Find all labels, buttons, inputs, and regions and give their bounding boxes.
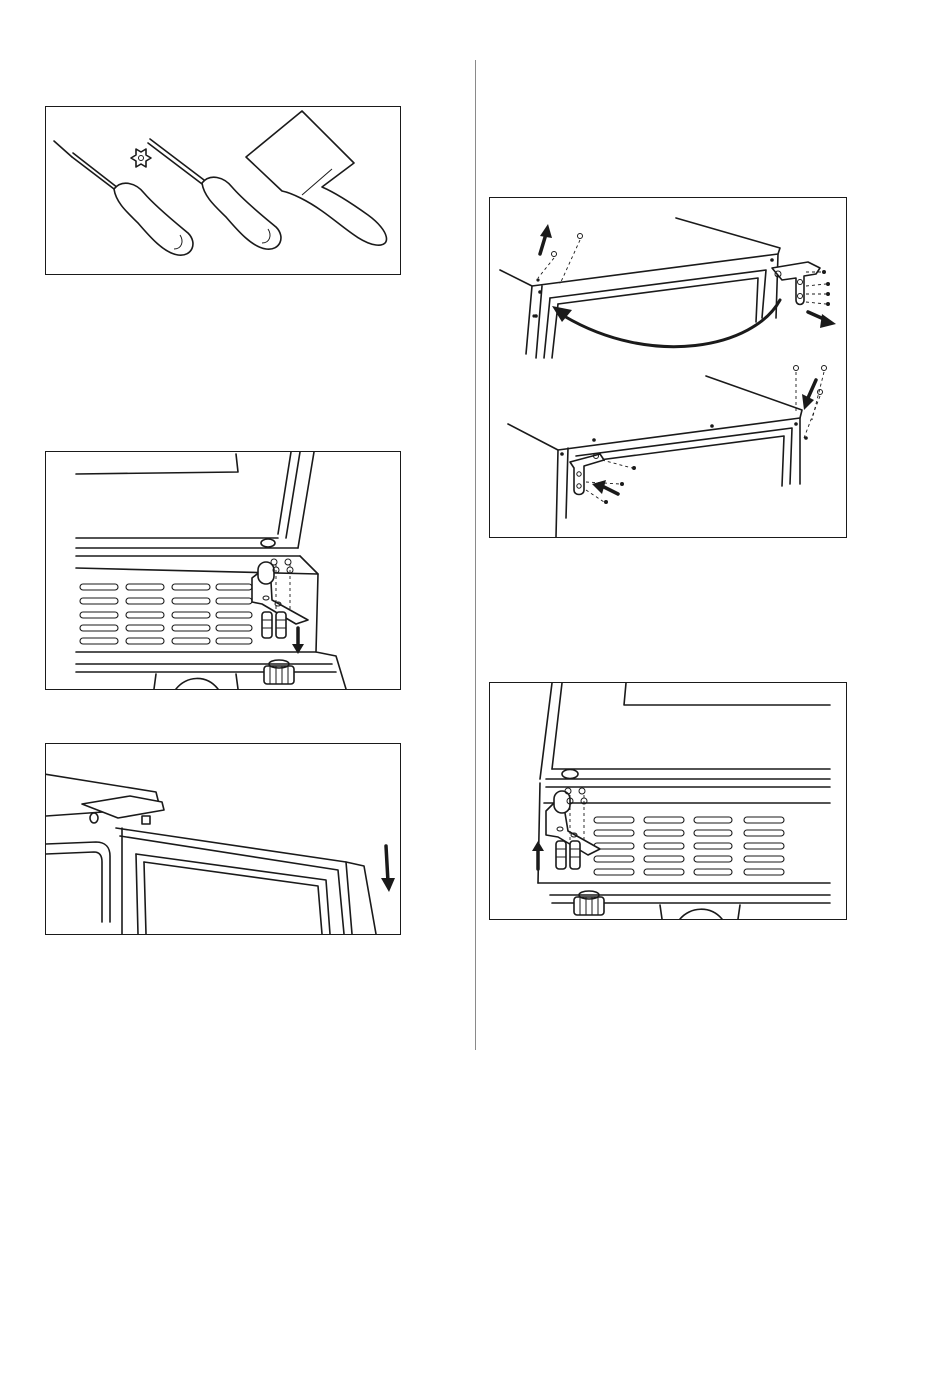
door-panel (116, 828, 376, 934)
torx-icon (131, 149, 151, 167)
figure-lower-hinge-removal (45, 451, 401, 690)
door-removal-illustration (46, 744, 400, 934)
screw-icon (262, 612, 286, 638)
figure-tools (45, 106, 401, 275)
vent-grille (80, 584, 252, 644)
arrow-left-icon (592, 480, 618, 494)
arrow-up-icon (532, 841, 544, 869)
arrow-right-icon (808, 312, 836, 328)
arrow-down-icon (802, 380, 816, 410)
lower-hinge-illustration (46, 452, 400, 689)
arrow-down-icon (292, 628, 304, 654)
flat-screwdriver-icon (54, 141, 193, 255)
arrow-down-icon (381, 846, 395, 892)
vent-grille (594, 817, 784, 875)
upper-hinge-illustration (490, 198, 846, 537)
cabinet-top-before (500, 218, 780, 358)
figure-upper-hinge-swap (489, 197, 847, 538)
hinge-refit-illustration (490, 683, 846, 919)
figure-lower-hinge-refit (489, 682, 847, 920)
figure-door-lift-off (45, 743, 401, 935)
cabinet-top-after (508, 376, 808, 537)
column-divider (475, 60, 476, 1050)
arrow-up-icon (540, 224, 552, 254)
tools-illustration (46, 107, 400, 274)
screw-icon (556, 841, 580, 869)
curved-arrow-icon (552, 300, 780, 347)
upper-hinge-bracket (772, 262, 820, 305)
